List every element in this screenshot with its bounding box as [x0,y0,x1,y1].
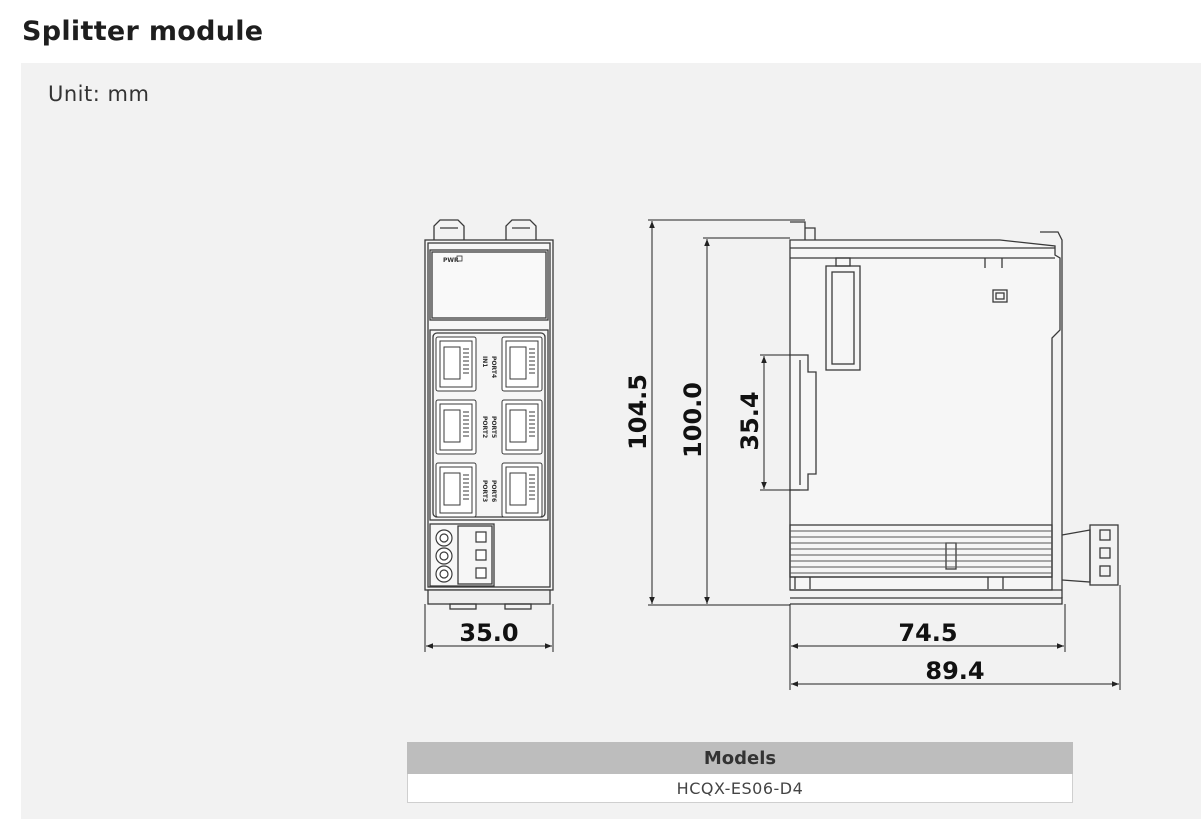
rj45-ports [435,336,543,518]
svg-text:PORT4: PORT4 [490,356,497,378]
vent-ribs [790,530,1052,574]
svg-text:IN1: IN1 [481,356,488,367]
rj45-port [501,462,543,518]
models-table: Models HCQX-ES06-D4 [407,742,1073,803]
dim-body-height: 100.0 [679,382,707,458]
terminal-screws [435,529,487,583]
svg-text:PORT6: PORT6 [490,480,497,502]
dim-total-depth: 89.4 [925,657,984,685]
port-labels: IN1 PORT2 PORT3 PORT4 PORT5 PORT6 [481,356,497,502]
dimension-lines [424,219,1121,690]
dim-side-depth: 74.5 [898,619,957,647]
page-title: Splitter module [22,16,264,47]
svg-text:PORT3: PORT3 [481,480,488,502]
svg-text:PORT5: PORT5 [490,416,497,438]
unit-label: Unit: mm [48,82,150,106]
svg-text:PORT2: PORT2 [481,416,488,438]
dim-rail-height: 35.4 [736,391,764,450]
dimension-values: 104.5 100.0 35.4 35.0 74.5 89.4 [459,374,984,685]
dim-total-height: 104.5 [624,374,652,450]
rj45-port [435,462,477,518]
rj45-port [501,399,543,455]
rj45-port [435,399,477,455]
rj45-port [501,336,543,392]
pwr-label: PWR [443,257,459,264]
side-view [789,221,1119,605]
model-cell: HCQX-ES06-D4 [407,773,1073,803]
rj45-port [435,336,477,392]
dim-front-width: 35.0 [459,619,518,647]
models-header: Models [407,742,1073,774]
